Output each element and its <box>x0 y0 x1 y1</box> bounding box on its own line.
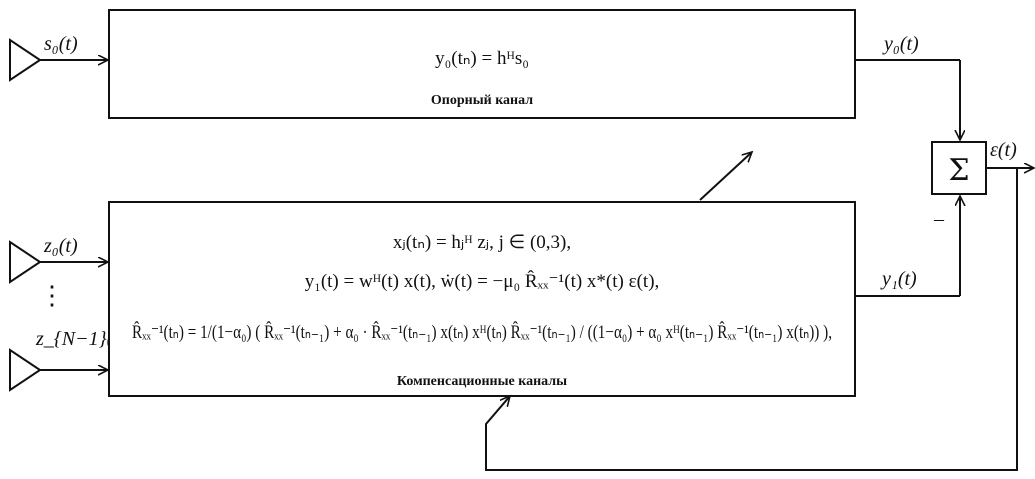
summer-output-label: ε(t) <box>990 139 1017 161</box>
reference-input-label: s₀(t) <box>44 33 78 55</box>
reference-output-label: y₀(t) <box>882 33 919 55</box>
summer-symbol: Σ <box>948 153 969 188</box>
compensation-input-last-label: z_{N−1}(t) <box>35 328 126 350</box>
compensation-channels-caption: Компенсационные каналы <box>397 374 567 389</box>
antenna-icon <box>9 38 42 82</box>
adaptation-arrow <box>699 152 752 201</box>
compensation-output-label: y₁(t) <box>880 268 917 290</box>
reference-channel-caption: Опорный канал <box>431 93 533 108</box>
error-feedback-wire <box>485 168 1018 471</box>
antenna-icon <box>9 240 42 284</box>
compensation-equation-line-3: R̂ₓₓ⁻¹(tₙ) = 1/(1−α₀) ( R̂ₓₓ⁻¹(tₙ₋₁) + α… <box>132 321 832 343</box>
antenna-icon <box>9 348 42 392</box>
summer-block <box>931 141 987 195</box>
reference-channel-block <box>108 9 856 119</box>
summer-minus-sign: – <box>933 208 945 230</box>
compensation-input-first-label: z₀(t) <box>43 235 78 257</box>
compensation-channels-block <box>108 201 856 397</box>
compensation-equation-line-1: xⱼ(tₙ) = hⱼᴴ zⱼ, j ∈ (0,3), <box>393 232 571 253</box>
compensation-equation-line-2: y₁(t) = wᴴ(t) x(t), ẇ(t) = −μ₀ R̂ₓₓ⁻¹(t)… <box>305 270 660 292</box>
ellipsis-label: ⋮ <box>39 281 65 310</box>
reference-equation: y₀(tₙ) = hᴴs₀ <box>435 48 529 69</box>
